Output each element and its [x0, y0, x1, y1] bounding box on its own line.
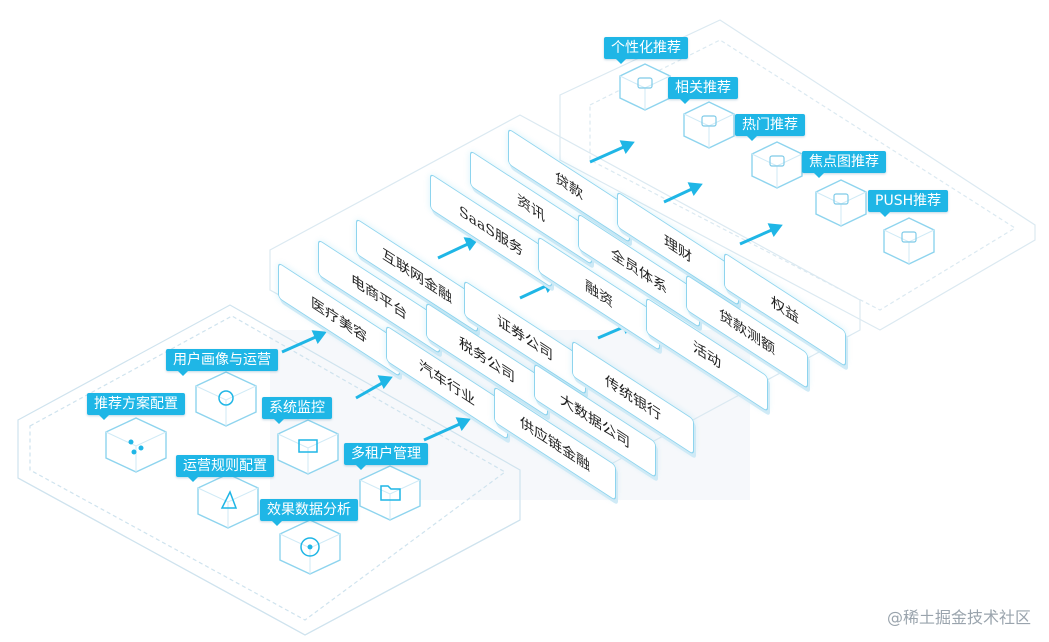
- feature-label-recommend-config: 推荐方案配置: [87, 393, 185, 420]
- feature-label-tenant: 多租户管理: [344, 443, 428, 470]
- feature-label-monitor: 系统监控: [262, 397, 332, 424]
- output-label-hot: 热门推荐: [735, 114, 805, 141]
- triangle-icon: [197, 473, 259, 529]
- feature-platform: [17, 304, 521, 636]
- cube-icon: [883, 217, 935, 265]
- nodes-icon: [105, 417, 167, 473]
- output-label-personalized: 个性化推荐: [604, 37, 688, 64]
- cube-icon: [619, 63, 671, 111]
- cube-icon: [815, 179, 867, 227]
- flow-arrows: [281, 140, 783, 442]
- cube-icon: [683, 101, 735, 149]
- feature-label-persona: 用户画像与运营: [166, 349, 278, 376]
- watermark-text: @稀土掘金技术社区: [886, 608, 1031, 627]
- cube-icon: [751, 141, 803, 189]
- industry-platform: [269, 114, 861, 471]
- folder-icon: [359, 465, 421, 521]
- feature-label-rules: 运营规则配置: [176, 455, 274, 482]
- output-label-related: 相关推荐: [668, 77, 738, 104]
- feature-label-analysis: 效果数据分析: [260, 499, 358, 526]
- monitor-icon: [277, 419, 339, 475]
- user-head-icon: [195, 371, 257, 427]
- output-label-banner: 焦点图推荐: [802, 151, 886, 178]
- output-label-push: PUSH推荐: [868, 190, 949, 217]
- output-platform: [559, 19, 1036, 331]
- graph-icon: [279, 519, 341, 575]
